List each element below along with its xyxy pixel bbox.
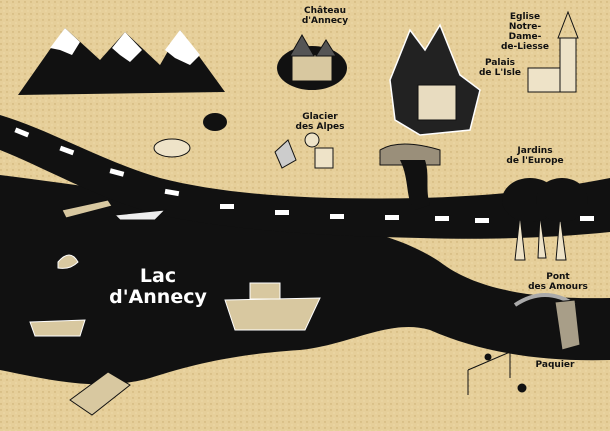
- lake: [0, 175, 610, 385]
- glacier-illustration: [274, 132, 334, 169]
- label-paquier: Paquier: [535, 360, 575, 370]
- label-chateau-annecy: Château d'Annecy: [301, 6, 349, 26]
- road: [0, 115, 610, 239]
- chateau-illustration: [277, 33, 347, 90]
- label-eglise-notre-dame-de-liesse: Eglise Notre-Dame- de-Liesse: [500, 12, 550, 52]
- eglise-illustration: [527, 10, 579, 93]
- cows-illustration: [153, 113, 227, 158]
- pont-des-amours-illustration: [513, 293, 581, 351]
- label-glacier-des-alpes: Glacier des Alpes: [295, 112, 345, 132]
- label-jardins-de-leurope: Jardins de l'Europe: [506, 146, 564, 166]
- lake-objects: [29, 199, 321, 416]
- palais-illustration: [379, 23, 481, 210]
- trees-illustration: [502, 178, 588, 261]
- mountains: [18, 28, 225, 95]
- label-lac-dannecy: Lac d'Annecy: [109, 265, 207, 308]
- label-pont-des-amours: Pont des Amours: [528, 272, 588, 292]
- label-palais-de-lisle: Palais de L'Isle: [478, 58, 522, 78]
- road-dashes: [14, 127, 594, 223]
- paquier-illustration: [467, 351, 527, 395]
